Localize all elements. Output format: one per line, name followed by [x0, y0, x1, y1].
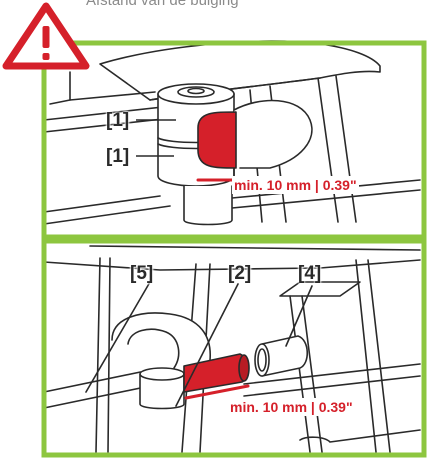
bottom-panel-illustration	[43, 245, 421, 453]
measurement-label-bottom: min. 10 mm | 0.39"	[228, 398, 355, 416]
part-label-5: [5]	[130, 263, 154, 284]
bottom-panel-frame	[41, 238, 427, 458]
part-label-4: [4]	[298, 263, 322, 284]
top-panel-illustration	[43, 40, 421, 226]
top-leader-lines	[136, 119, 176, 157]
part-label-1-upper: [1]	[106, 110, 130, 131]
top-panel-frame	[41, 40, 427, 240]
part-label-2: [2]	[228, 263, 252, 284]
caption-text: Afstand van de buiging	[86, 0, 239, 9]
warning-triangle-icon	[2, 2, 90, 70]
part-label-1-lower: [1]	[106, 146, 130, 167]
measurement-label-top: min. 10 mm | 0.39"	[232, 176, 359, 194]
